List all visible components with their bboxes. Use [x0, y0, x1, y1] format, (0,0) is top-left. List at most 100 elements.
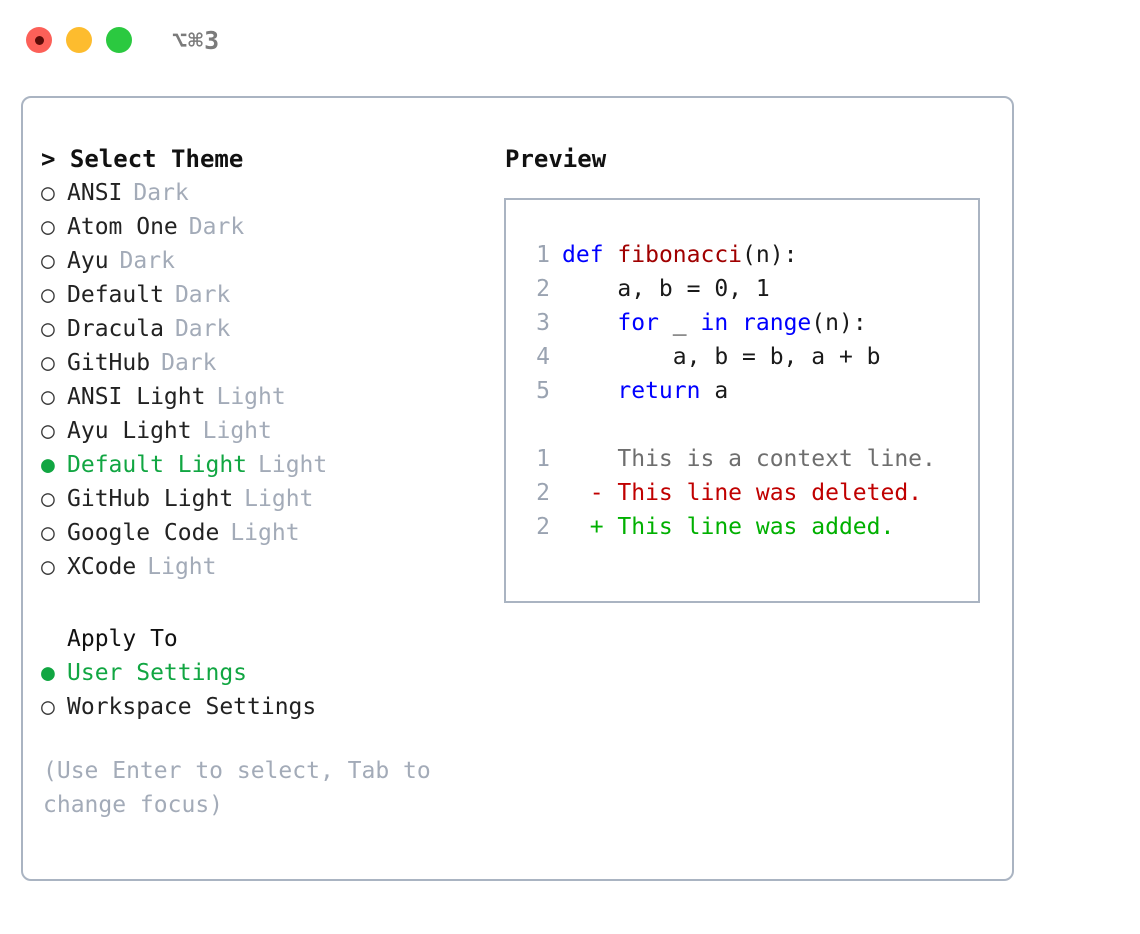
code-token: a, b = 0, 1 — [562, 276, 770, 302]
theme-option-label: ANSI — [67, 180, 123, 206]
preview-heading: Preview — [505, 145, 607, 173]
diff-sample: 1 This is a context line.2 - This line w… — [520, 442, 978, 544]
apply-to-option-label: User Settings — [67, 660, 248, 686]
theme-option-xcode[interactable]: ○ XCode Light — [41, 550, 496, 584]
diff-line-content: - This line was deleted. — [562, 476, 922, 510]
theme-option-ansi-light[interactable]: ○ ANSI Light Light — [41, 380, 496, 414]
radio-unselected-icon: ○ — [41, 694, 55, 720]
code-token — [604, 242, 618, 268]
window-controls — [26, 27, 132, 53]
code-token: fibonacci — [617, 242, 743, 268]
theme-variant-tag: Dark — [133, 180, 189, 206]
code-token: def — [562, 242, 604, 268]
theme-variant-tag: Light — [258, 452, 328, 478]
diff-line-ctx: 1 This is a context line. — [520, 442, 978, 476]
code-token: in — [700, 310, 729, 336]
radio-unselected-icon: ○ — [41, 248, 55, 274]
apply-to-option-list: ● User Settings ○Workspace Settings — [41, 656, 496, 724]
code-line: 5 return a — [520, 374, 978, 408]
theme-option-default-light[interactable]: ● Default Light Light — [41, 448, 496, 482]
radio-unselected-icon: ○ — [41, 180, 55, 206]
radio-unselected-icon: ○ — [41, 520, 55, 546]
theme-variant-tag: Light — [147, 554, 217, 580]
apply-to-heading: Apply To — [67, 626, 178, 652]
diff-line-content: This is a context line. — [562, 442, 936, 476]
code-token — [562, 310, 617, 336]
theme-option-ansi[interactable]: ○ ANSI Dark — [41, 176, 496, 210]
diff-marker: + — [562, 514, 618, 540]
code-line: 2 a, b = 0, 1 — [520, 272, 978, 306]
diff-line-add: 2 + This line was added. — [520, 510, 978, 544]
theme-variant-tag: Light — [202, 418, 272, 444]
diff-text: This is a context line. — [617, 446, 936, 472]
radio-selected-icon: ● — [41, 452, 55, 478]
code-line-content: for _ in range(n): — [562, 306, 867, 340]
select-theme-heading: > Select Theme — [41, 145, 244, 173]
theme-option-label: Google Code — [67, 520, 220, 546]
radio-unselected-icon: ○ — [41, 384, 55, 410]
theme-option-label: Default Light — [67, 452, 248, 478]
code-token — [562, 378, 617, 404]
radio-unselected-icon: ○ — [41, 350, 55, 376]
code-token — [728, 310, 742, 336]
theme-option-ayu[interactable]: ○ Ayu Dark — [41, 244, 496, 278]
diff-line-number: 2 — [536, 480, 550, 506]
radio-unselected-icon: ○ — [41, 214, 55, 240]
keyboard-hint-text: (Use Enter to select, Tab to change focu… — [43, 758, 431, 818]
code-line-content: def fibonacci(n): — [562, 238, 797, 272]
code-token: _ — [658, 310, 701, 336]
theme-variant-tag: Light — [230, 520, 300, 546]
theme-option-label: GitHub Light — [67, 486, 234, 512]
theme-variant-tag: Light — [244, 486, 314, 512]
diff-marker — [562, 446, 617, 472]
apply-to-option-workspace-settings[interactable]: ○Workspace Settings — [41, 690, 496, 724]
code-token: (n): — [811, 310, 867, 336]
hint-spacer — [41, 724, 496, 754]
theme-variant-tag: Dark — [119, 248, 175, 274]
code-line-number: 4 — [536, 344, 550, 370]
zoom-button[interactable] — [106, 27, 132, 53]
radio-selected-icon: ● — [41, 660, 55, 686]
code-token: a — [700, 378, 729, 404]
code-token: a, b = b, a + b — [562, 344, 881, 370]
close-button[interactable] — [26, 27, 52, 53]
diff-line-del: 2 - This line was deleted. — [520, 476, 978, 510]
theme-option-ayu-light[interactable]: ○ Ayu Light Light — [41, 414, 496, 448]
section-spacer — [41, 584, 496, 622]
keyboard-shortcut-label: ⌥⌘3 — [172, 25, 221, 55]
radio-unselected-icon: ○ — [41, 486, 55, 512]
code-line-number: 1 — [536, 242, 550, 268]
theme-option-label: Dracula — [67, 316, 164, 342]
apply-to-option-user-settings[interactable]: ● User Settings — [41, 656, 496, 690]
theme-option-label: Ayu Light — [67, 418, 192, 444]
radio-unselected-icon: ○ — [41, 418, 55, 444]
theme-option-label: Ayu — [67, 248, 109, 274]
code-line-content: return a — [562, 374, 728, 408]
diff-text: This line was deleted. — [617, 480, 923, 506]
code-line-number: 2 — [536, 276, 550, 302]
diff-line-content: + This line was added. — [562, 510, 895, 544]
theme-option-label: Atom One — [67, 214, 178, 240]
theme-option-label: ANSI Light — [67, 384, 206, 410]
theme-variant-tag: Dark — [174, 282, 231, 308]
diff-text: This line was added. — [617, 514, 895, 540]
code-token: return — [617, 378, 701, 404]
radio-unselected-icon: ○ — [41, 554, 55, 580]
radio-unselected-icon: ○ — [41, 316, 55, 342]
minimize-button[interactable] — [66, 27, 92, 53]
theme-option-github-light[interactable]: ○ GitHub Light Light — [41, 482, 496, 516]
theme-option-label: XCode — [67, 554, 137, 580]
theme-variant-tag: Light — [216, 384, 286, 410]
code-line-content: a, b = b, a + b — [562, 340, 881, 374]
theme-option-google-code[interactable]: ○ Google Code Light — [41, 516, 496, 550]
